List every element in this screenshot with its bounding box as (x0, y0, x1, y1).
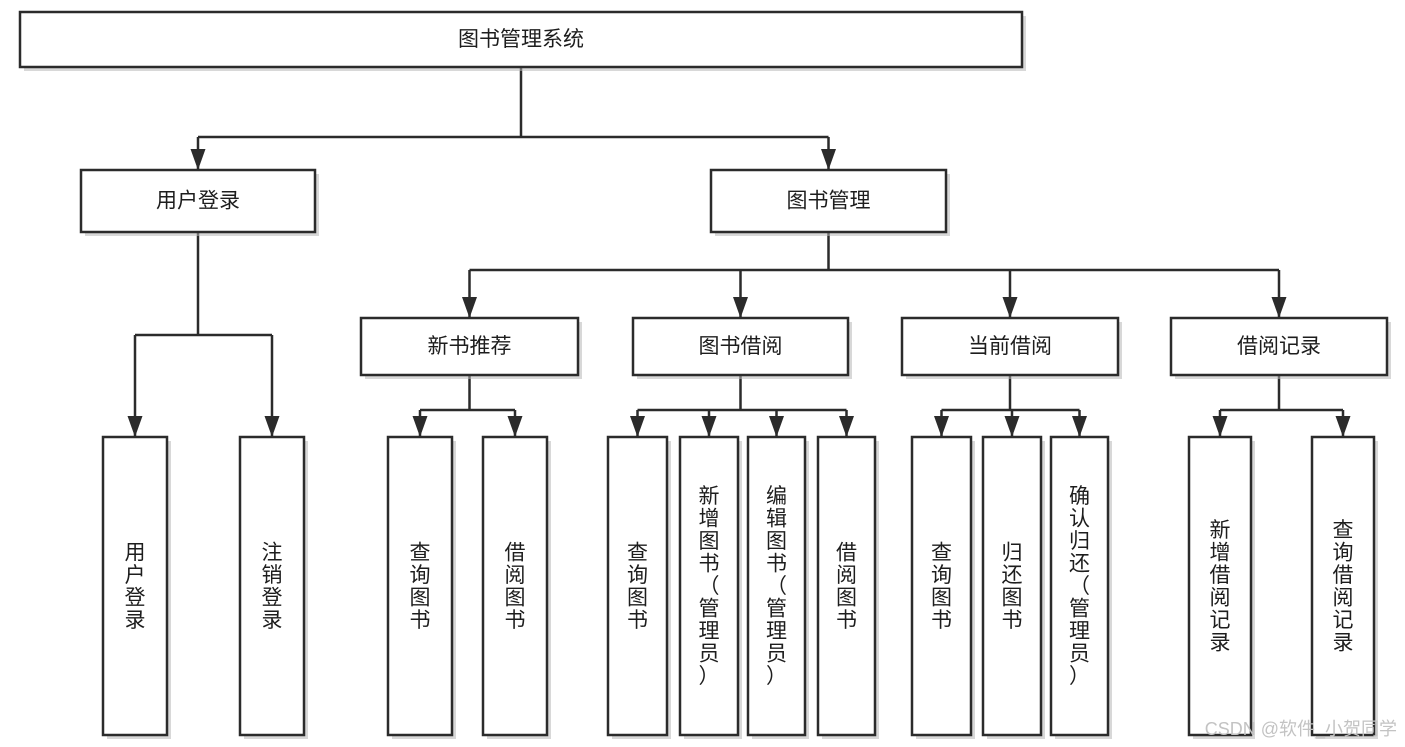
node-rect[interactable] (910, 435, 973, 737)
node-label: 图书管理 (787, 190, 871, 213)
node-rect[interactable] (1049, 435, 1110, 737)
node-label: 图书借阅 (699, 335, 783, 358)
node-label: 当前借阅 (968, 335, 1052, 358)
node-label: 新增图书（管理员） (699, 485, 720, 688)
node-rect[interactable] (816, 435, 877, 737)
node-leaf-query-book-1[interactable]: 查询图书 (386, 435, 456, 739)
connector-arrowhead (1072, 416, 1087, 437)
csdn-watermark: CSDN @软件_小贺同学 (1204, 719, 1397, 739)
node-root[interactable]: 图书管理系统 (18, 10, 1026, 71)
node-label: 编辑图书（管理员） (766, 485, 787, 688)
connector-arrowhead (1002, 297, 1018, 318)
node-leaf-return-book[interactable]: 归还图书 (981, 435, 1045, 739)
node-label: 新书推荐 (428, 335, 512, 358)
node-rect[interactable] (981, 435, 1043, 737)
node-rect[interactable] (746, 435, 807, 737)
node-label: 归还图书 (1002, 541, 1023, 632)
connector-arrowhead (1212, 416, 1228, 437)
connector-arrowhead (264, 416, 280, 437)
node-label: 新增借阅记录 (1210, 519, 1231, 655)
connector-layer (127, 67, 1351, 437)
connector-arrowhead (839, 416, 854, 437)
node-rect[interactable] (18, 10, 1024, 69)
connector-arrowhead (630, 416, 645, 437)
node-leaf-borrow-book-1[interactable]: 借阅图书 (481, 435, 551, 739)
connector-arrowhead (769, 416, 784, 437)
node-leaf-add-record[interactable]: 新增借阅记录 (1187, 435, 1255, 739)
node-label: 查询图书 (627, 541, 648, 632)
node-label: 注销登录 (262, 541, 283, 632)
node-rect[interactable] (900, 316, 1120, 377)
connector-arrowhead (821, 149, 836, 170)
node-rect[interactable] (606, 435, 669, 737)
connector-arrowhead (934, 416, 949, 437)
node-rect[interactable] (1169, 316, 1389, 377)
node-current-borrow[interactable]: 当前借阅 (900, 316, 1122, 379)
node-rect[interactable] (481, 435, 549, 737)
node-label: 借阅图书 (505, 541, 526, 632)
node-label: 用户登录 (125, 541, 146, 632)
node-leaf-confirm-return[interactable]: 确认归还（管理员） (1049, 435, 1112, 739)
node-rect[interactable] (1310, 435, 1376, 737)
node-label: 用户登录 (156, 190, 240, 213)
node-leaf-borrow-book-2[interactable]: 借阅图书 (816, 435, 879, 739)
node-label: 借阅图书 (836, 541, 857, 632)
node-rect[interactable] (631, 316, 850, 377)
node-leaf-add-book[interactable]: 新增图书（管理员） (678, 435, 742, 739)
node-label: 确认归还（管理员） (1069, 485, 1090, 688)
node-new-book-recommend[interactable]: 新书推荐 (359, 316, 582, 379)
connector-arrowhead (1271, 297, 1287, 318)
node-layer: 用户登录用户登录注销登录图书管理新书推荐查询图书借阅图书图书借阅查询图书新增图书… (18, 10, 1391, 739)
node-label: 查询图书 (410, 541, 431, 632)
node-leaf-query-record[interactable]: 查询借阅记录 (1310, 435, 1378, 739)
node-user-login[interactable]: 用户登录 (79, 168, 319, 236)
node-leaf-edit-book[interactable]: 编辑图书（管理员） (746, 435, 809, 739)
connector-arrowhead (462, 297, 477, 318)
node-leaf-query-book-2[interactable]: 查询图书 (606, 435, 671, 739)
node-leaf-user-login[interactable]: 用户登录 (101, 435, 171, 739)
connector-arrowhead (733, 297, 748, 318)
connector-arrowhead (190, 149, 206, 170)
connector-arrowhead (1004, 416, 1020, 437)
connector-arrowhead (1335, 416, 1351, 437)
connector-arrowhead (127, 416, 143, 437)
node-rect[interactable] (238, 435, 306, 737)
node-label: 查询借阅记录 (1333, 519, 1354, 655)
node-rect[interactable] (709, 168, 948, 234)
node-book-borrow[interactable]: 图书借阅 (631, 316, 852, 379)
node-rect[interactable] (386, 435, 454, 737)
node-leaf-query-book-3[interactable]: 查询图书 (910, 435, 975, 739)
node-rect[interactable] (79, 168, 317, 234)
connector-arrowhead (507, 416, 523, 437)
node-rect[interactable] (678, 435, 740, 737)
node-book-manage[interactable]: 图书管理 (709, 168, 950, 236)
node-label: 借阅记录 (1237, 335, 1321, 358)
node-leaf-user-logout[interactable]: 注销登录 (238, 435, 308, 739)
node-rect[interactable] (1187, 435, 1253, 737)
node-label: 图书管理系统 (458, 28, 584, 51)
node-label: 查询图书 (931, 541, 952, 632)
node-rect[interactable] (101, 435, 169, 737)
connector-arrowhead (412, 416, 428, 437)
node-borrow-record[interactable]: 借阅记录 (1169, 316, 1391, 379)
connector-arrowhead (701, 416, 717, 437)
node-rect[interactable] (359, 316, 580, 377)
